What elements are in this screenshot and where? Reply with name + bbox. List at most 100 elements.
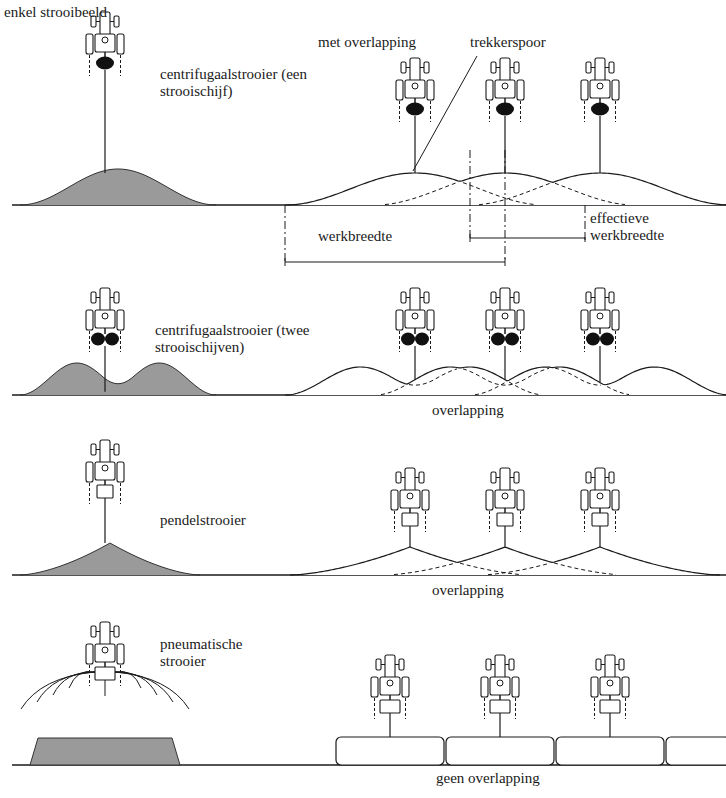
tractor-part bbox=[412, 313, 418, 319]
tractor-track bbox=[599, 526, 600, 547]
width-tick bbox=[505, 258, 506, 266]
tractor-part bbox=[385, 655, 395, 679]
tractor-part bbox=[86, 34, 93, 54]
pneumatic-hopper bbox=[600, 700, 620, 713]
pendulum-hopper bbox=[592, 513, 608, 526]
tractor-track bbox=[504, 116, 505, 173]
width-tick bbox=[285, 258, 286, 266]
wheel-track bbox=[489, 331, 490, 352]
overlap-curve bbox=[555, 368, 601, 385]
wheel-track bbox=[489, 101, 490, 122]
tractor-track bbox=[609, 713, 610, 737]
hitch bbox=[104, 328, 106, 334]
width-tick bbox=[585, 234, 586, 242]
tractor-part bbox=[591, 677, 598, 697]
tractor-track bbox=[414, 116, 415, 173]
tractor-part bbox=[100, 288, 110, 312]
spray-line bbox=[105, 680, 106, 696]
width-marker bbox=[505, 150, 506, 262]
label: centrifugaalstrooier (twee strooischijve… bbox=[155, 322, 330, 357]
overlap-curve bbox=[409, 369, 457, 385]
tractor-part bbox=[407, 493, 413, 499]
tractor-part bbox=[502, 83, 508, 89]
wheel-track bbox=[615, 331, 616, 352]
tractor-part bbox=[622, 677, 629, 697]
tractor-track bbox=[104, 70, 105, 173]
tractor-part bbox=[399, 659, 404, 670]
tractor bbox=[486, 288, 524, 380]
pneumatic-hopper bbox=[490, 700, 510, 713]
tractor-part bbox=[586, 62, 591, 73]
overlap-curve bbox=[479, 183, 551, 205]
tractor bbox=[581, 58, 619, 173]
pendulum-hopper bbox=[97, 485, 113, 498]
tractor-part bbox=[597, 83, 603, 89]
tractor-part bbox=[495, 310, 515, 328]
tractor-part bbox=[486, 80, 493, 100]
tractor-part bbox=[607, 680, 613, 686]
wheel-track bbox=[399, 331, 400, 352]
tractor-part bbox=[95, 310, 115, 328]
tractor-track bbox=[409, 526, 410, 547]
tractor-part bbox=[490, 677, 510, 695]
tractor-part bbox=[495, 655, 505, 679]
overlap-curve bbox=[488, 563, 550, 574]
spread-pattern bbox=[446, 737, 554, 765]
tractor-track bbox=[104, 346, 105, 392]
tractor-part bbox=[102, 313, 108, 319]
tractor-part bbox=[114, 626, 119, 637]
tractor-part bbox=[491, 292, 496, 303]
width-tick bbox=[470, 234, 471, 242]
wheel-track bbox=[584, 331, 585, 352]
spreading-disc bbox=[415, 333, 429, 346]
tractor bbox=[371, 655, 409, 737]
hitch bbox=[414, 328, 416, 334]
wheel-track bbox=[430, 331, 431, 352]
tractor bbox=[391, 468, 429, 547]
tractor-part bbox=[509, 659, 514, 670]
wheel-track bbox=[430, 101, 431, 122]
tractor-part bbox=[401, 62, 406, 73]
tractor-track bbox=[499, 713, 500, 737]
tractor-part bbox=[486, 310, 493, 330]
tractor-track bbox=[504, 526, 505, 547]
spreading-disc bbox=[600, 333, 614, 346]
tractor-part bbox=[117, 644, 124, 664]
tractor-part bbox=[410, 58, 420, 82]
hitch bbox=[504, 328, 506, 334]
tractor bbox=[86, 440, 124, 543]
tractor-part bbox=[619, 659, 624, 670]
tractor-part bbox=[114, 292, 119, 303]
tractor-part bbox=[405, 310, 425, 328]
tractor-part bbox=[102, 647, 108, 653]
tractor bbox=[581, 288, 619, 383]
tractor-part bbox=[117, 462, 124, 482]
tractor-part bbox=[612, 310, 619, 330]
wheel-track bbox=[625, 698, 626, 719]
spreading-disc bbox=[496, 103, 514, 116]
tractor-part bbox=[380, 677, 400, 695]
pendulum-hopper bbox=[497, 513, 513, 526]
label: centrifugaalstrooier (een strooischijf) bbox=[160, 66, 310, 101]
tractor-part bbox=[424, 62, 429, 73]
spreading-disc bbox=[591, 103, 609, 116]
tractor-track bbox=[104, 498, 105, 543]
tractor-part bbox=[517, 310, 524, 330]
pneumatic-hopper bbox=[95, 667, 115, 680]
tractor-track bbox=[599, 346, 600, 383]
pendulum-hopper bbox=[402, 513, 418, 526]
wheel-track bbox=[399, 101, 400, 122]
tractor bbox=[396, 288, 434, 380]
spray-line bbox=[115, 672, 173, 702]
label: enkel strooibeeld bbox=[4, 4, 107, 21]
tractor-part bbox=[117, 34, 124, 54]
leader-line bbox=[413, 56, 477, 171]
tractor-part bbox=[481, 677, 488, 697]
tractor-part bbox=[500, 288, 510, 312]
tractor-part bbox=[609, 62, 614, 73]
tractor-part bbox=[102, 37, 108, 43]
tractor-part bbox=[396, 472, 401, 483]
overlap-curve bbox=[509, 382, 539, 395]
tractor-part bbox=[491, 62, 496, 73]
